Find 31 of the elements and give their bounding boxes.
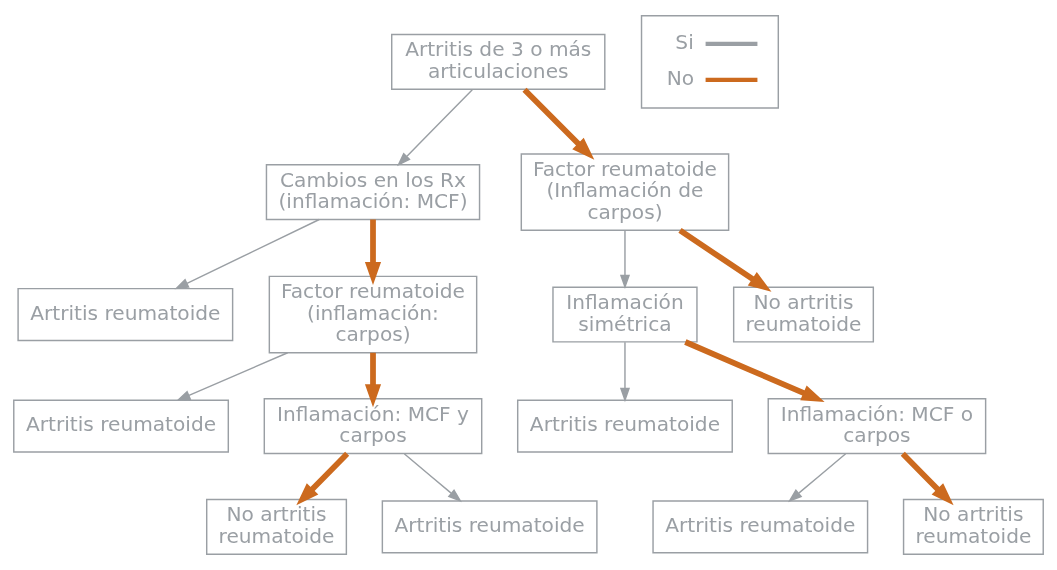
- node-box: Cambios en los Rx (inflamación: MCF): [265, 164, 481, 221]
- node-box: Artritis de 3 o más articulaciones: [391, 33, 606, 90]
- node-box: No artritis reumatoide: [732, 286, 875, 343]
- node-box: Inflamación simétrica: [552, 286, 698, 343]
- arrow: [900, 451, 954, 506]
- node-box: Inflamación: MCF y carpos: [263, 398, 483, 455]
- legend-label: Si: [675, 30, 694, 55]
- arrow: [619, 341, 630, 403]
- node-box: Artritis reumatoide: [517, 399, 733, 453]
- arrow: [176, 352, 289, 401]
- node-box: Artritis reumatoide: [13, 399, 229, 453]
- arrow: [396, 88, 474, 167]
- node-box: Artritis reumatoide: [652, 500, 869, 554]
- node-box: Artritis reumatoide: [381, 500, 598, 554]
- node-box: Inflamación: MCF o carpos: [767, 398, 987, 455]
- node-box: Factor reumatoide (inflamación: carpos): [268, 275, 478, 354]
- node-box: No artritis reumatoide: [902, 498, 1044, 555]
- arrow: [787, 453, 847, 503]
- node-box: Artritis reumatoide: [17, 287, 234, 342]
- node-box: No artritis reumatoide: [206, 498, 348, 555]
- arrow: [296, 451, 350, 506]
- arrow: [678, 228, 772, 292]
- arrow: [684, 339, 825, 403]
- arrow: [364, 219, 382, 286]
- arrow: [522, 87, 595, 160]
- arrow: [174, 218, 320, 290]
- legend-label: No: [666, 66, 695, 91]
- arrow: [619, 230, 630, 290]
- arrow: [364, 352, 382, 408]
- node-box: Factor reumatoide (Inflamación de carpos): [520, 153, 730, 231]
- arrow: [403, 453, 462, 503]
